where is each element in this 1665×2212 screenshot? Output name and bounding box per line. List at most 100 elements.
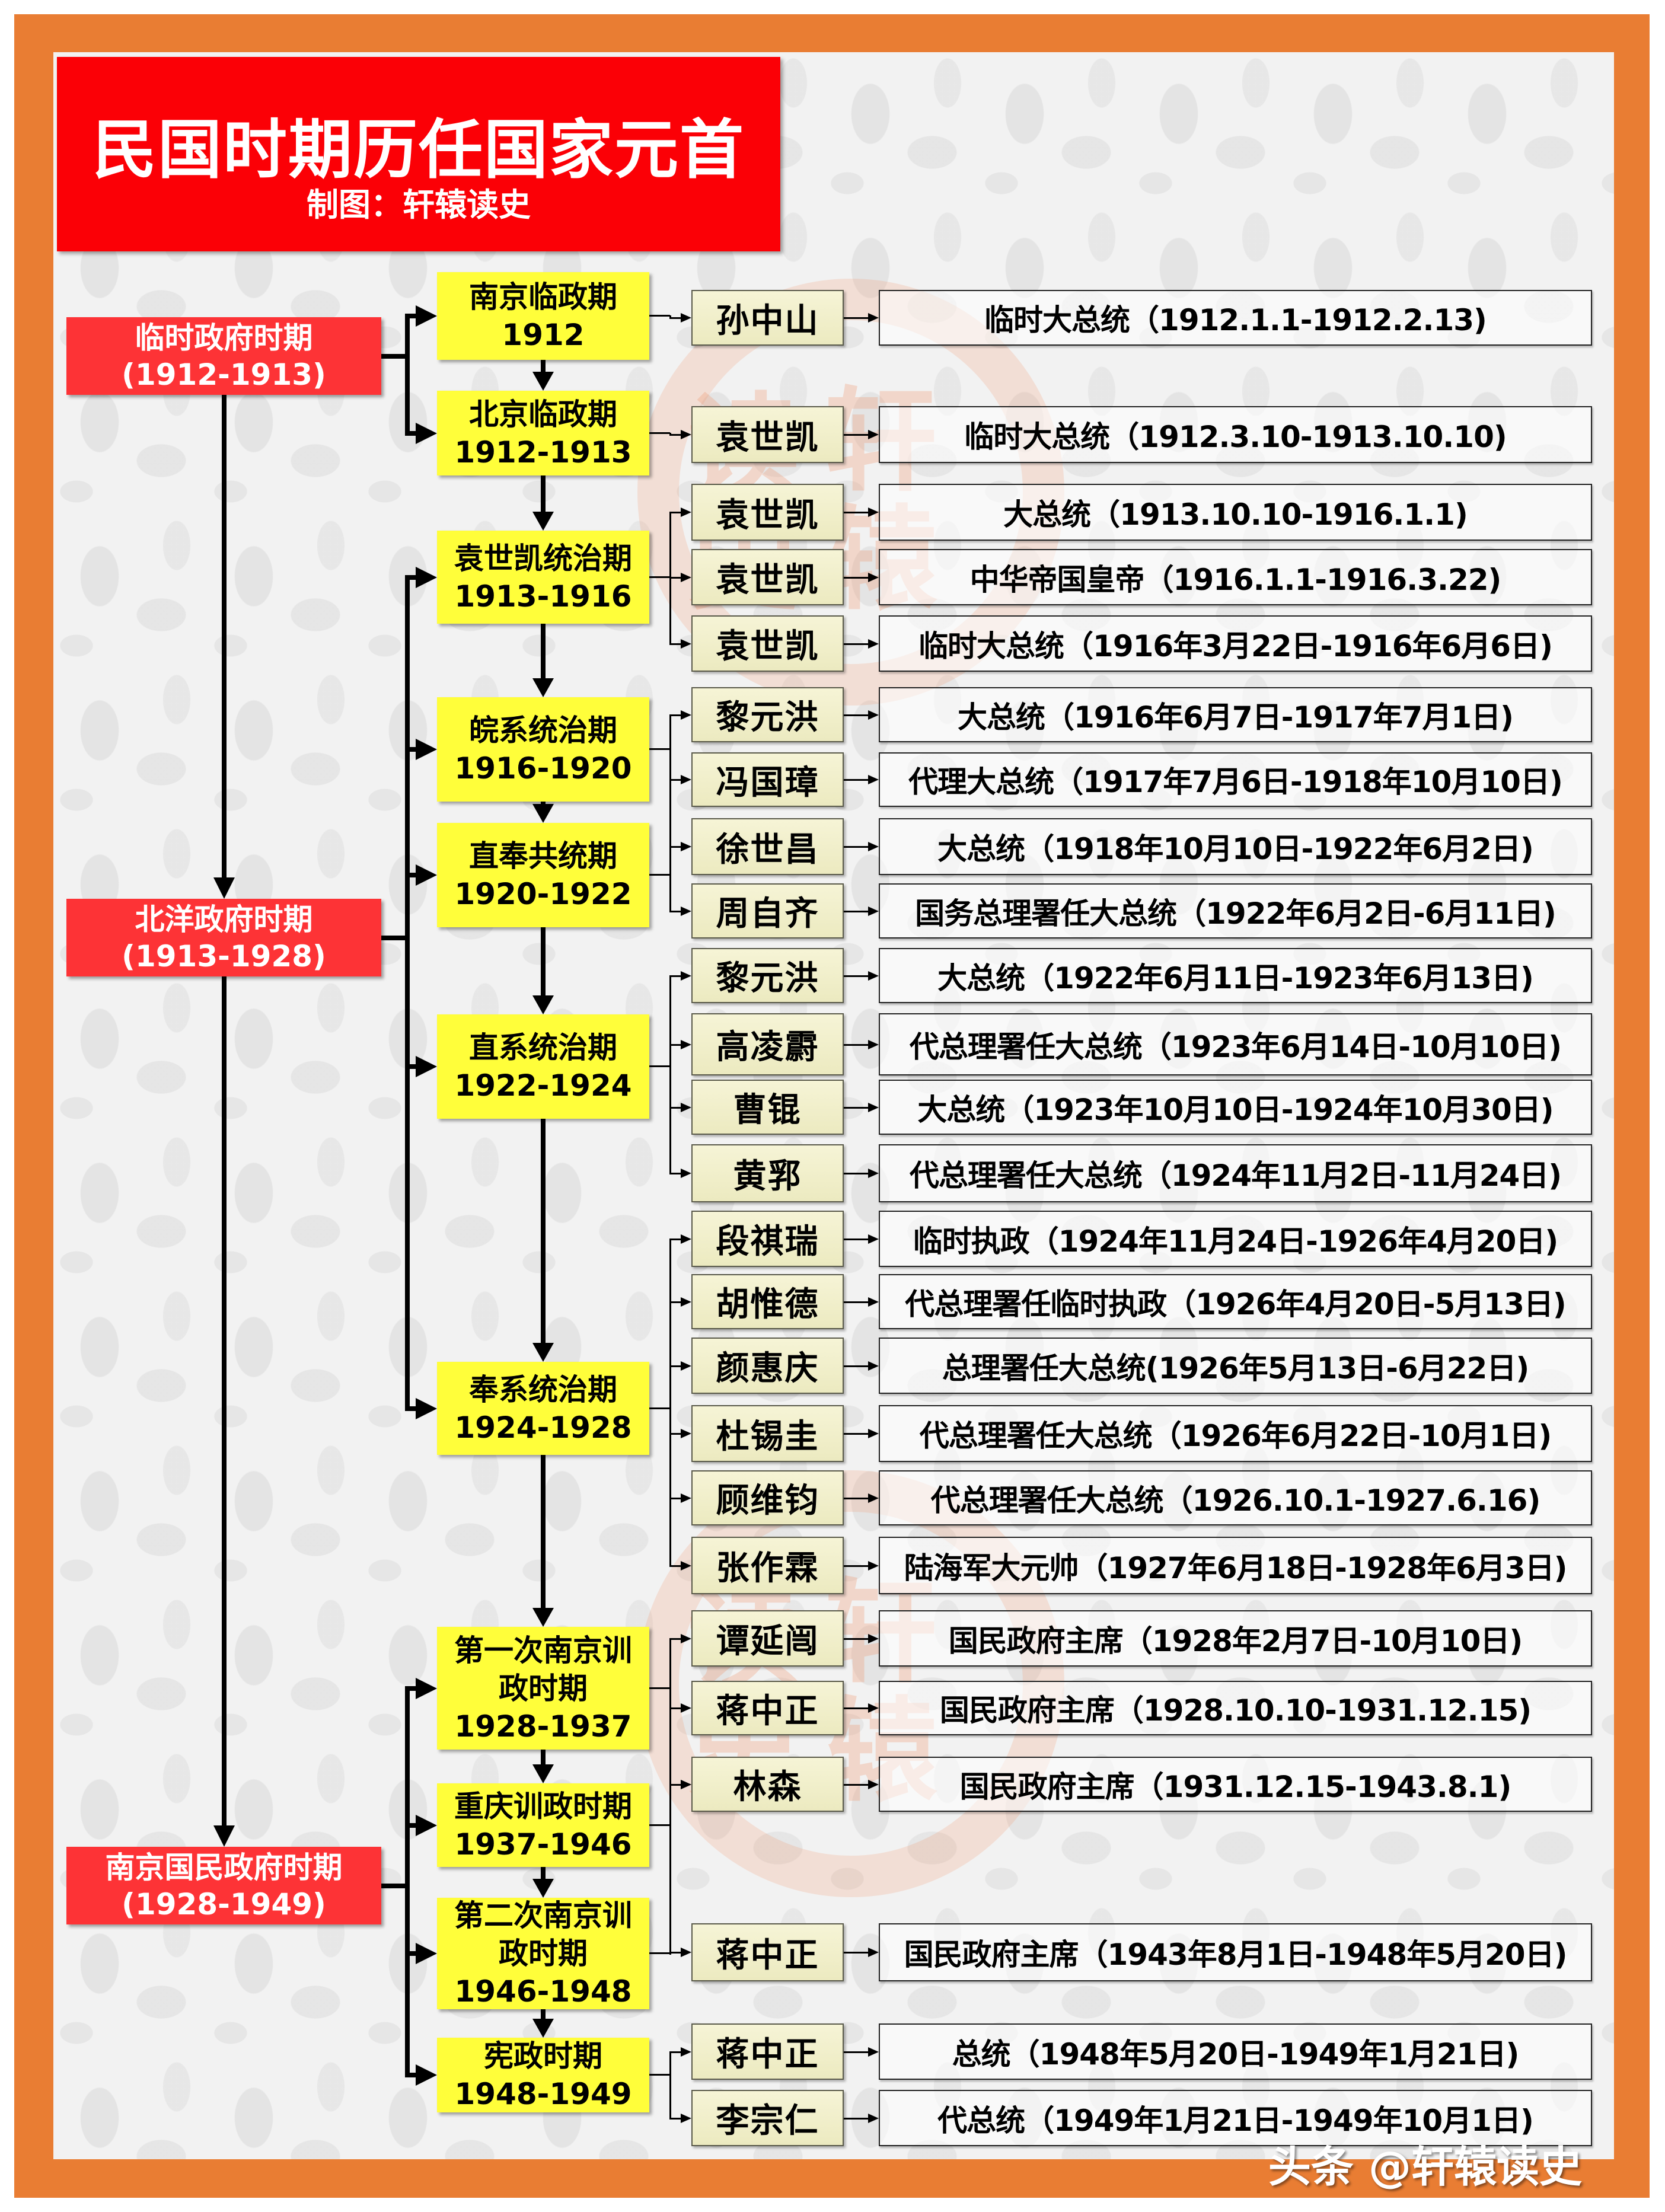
right-arrow-icon [868,507,879,517]
leader-name-box: 蒋中正 [691,2023,844,2080]
right-arrow-icon [868,1234,879,1244]
era-box-2: 北洋政府时期(1913-1928) [66,899,381,976]
leader-arrow-line [670,779,681,781]
leader-title-box: 代理大总统（1917年7月6日-1918年10月10日) [879,752,1592,807]
leader-name-box: 袁世凯 [691,406,844,463]
period-label-line: 1922-1924 [454,1068,632,1103]
right-arrow-icon [868,430,879,439]
leader-name-box: 袁世凯 [691,484,844,541]
right-arrow-icon [868,710,879,720]
period-label-line: 北京临政期 [469,397,617,432]
period-branch-line [407,574,416,580]
down-arrow-icon [532,2019,554,2038]
name-desc-line [844,846,868,848]
leader-title-box: 代总理署任大总统（1924年11月2日-11月24日) [879,1144,1592,1202]
leader-title-box: 临时执政（1924年11月24日-1926年4月20日) [879,1211,1592,1267]
right-arrow-icon [868,2113,879,2123]
leader-branch-line [649,1407,670,1409]
period-connector-line [541,1455,546,1609]
leader-name-box: 黎元洪 [691,948,844,1003]
period-branch-line [407,430,416,436]
era-branch-line [381,353,410,359]
leader-name-box: 曹锟 [691,1080,844,1135]
right-arrow-icon [868,971,879,981]
name-desc-line [844,1238,868,1240]
name-desc-line [844,1565,868,1567]
era-years: (1913-1928) [122,939,326,973]
leader-name-box: 杜锡圭 [691,1405,844,1462]
period-label-line: 奉系统治期 [469,1372,617,1407]
right-arrow-icon [416,864,437,886]
period-branch-line [407,1686,416,1691]
right-arrow-icon [416,1397,437,1419]
leader-trunk-line [669,1638,671,1786]
leader-name-box: 林森 [691,1757,844,1812]
leader-title-box: 大总统（1913.10.10-1916.1.1) [879,484,1592,541]
leader-branch-line [649,315,670,317]
period-connector-line [541,927,546,997]
right-arrow-icon [681,1429,691,1438]
period-label-line: 1928-1937 [454,1709,632,1744]
name-desc-line [844,1433,868,1435]
period-branch-line [407,747,416,752]
leader-trunk-line [669,1783,671,1954]
right-arrow-icon [416,1056,437,1077]
right-arrow-icon [868,842,879,851]
leader-branch-line [649,576,670,578]
source-watermark: 头条 @轩辕读史 [1268,2142,1582,2192]
leader-arrow-line [670,1565,681,1567]
leader-title-box: 中华帝国皇帝（1916.1.1-1916.3.22) [879,549,1592,605]
leader-arrow-line [670,1301,681,1303]
right-arrow-icon [681,1297,691,1307]
down-arrow-icon [532,372,554,391]
leader-title-box: 国民政府主席（1928年2月7日-10月10日) [879,1610,1592,1667]
era-trunk-line [405,314,410,436]
right-arrow-icon [681,1039,691,1049]
right-arrow-icon [416,566,437,588]
name-desc-line [844,1783,868,1786]
right-arrow-icon [681,2047,691,2057]
leader-arrow-line [670,1707,681,1709]
right-arrow-icon [868,1039,879,1049]
era-years: (1928-1949) [122,1887,326,1921]
era-trunk-line [405,574,410,1411]
period-label-line: 1920-1922 [454,877,632,911]
leader-title-box: 总理署任大总统(1926年5月13日-6月22日) [879,1338,1592,1394]
down-arrow-icon [213,877,235,899]
down-arrow-icon [532,1343,554,1362]
era-branch-line [381,1883,410,1888]
right-arrow-icon [681,906,691,916]
era-name: 南京国民政府时期 [105,1850,343,1885]
leader-name-box: 顾维钧 [691,1470,844,1525]
leader-arrow-line [670,576,681,579]
name-desc-line [844,1043,868,1046]
period-label-line: 1912 [502,318,585,352]
leader-arrow-line [670,846,681,848]
leader-arrow-line [670,317,681,319]
name-desc-line [844,1952,868,1954]
name-desc-line [844,1173,868,1174]
right-arrow-icon [868,1493,879,1503]
name-desc-line [844,434,868,436]
name-desc-line [844,1638,868,1640]
right-arrow-icon [868,2047,879,2057]
period-branch-line [407,873,416,877]
right-arrow-icon [681,313,691,323]
down-arrow-icon [532,995,554,1014]
right-arrow-icon [416,422,437,444]
right-arrow-icon [868,1361,879,1371]
period-label-line: 皖系统治期 [469,713,617,748]
right-arrow-icon [416,305,437,327]
period-connector-line [541,1750,546,1766]
leader-name-box: 黎元洪 [691,687,844,742]
leader-branch-line [649,432,670,434]
name-desc-line [844,576,868,579]
era-years: (1912-1913) [122,357,326,392]
